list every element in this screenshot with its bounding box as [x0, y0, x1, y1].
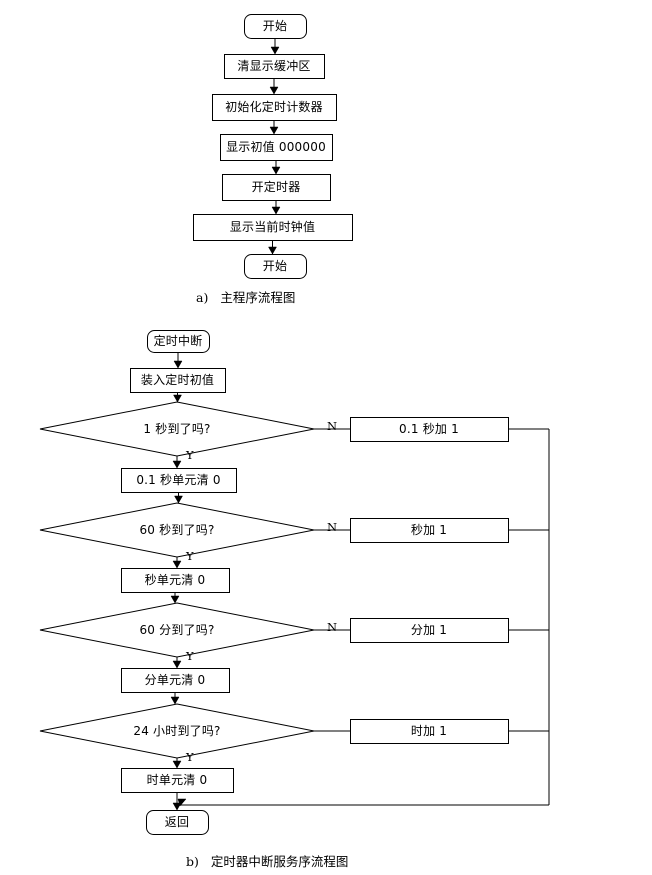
edge-label-n-3: N [327, 620, 338, 634]
node-label-b5: 60 秒到了吗? [139, 523, 215, 537]
arrowhead-a2 [270, 46, 280, 55]
caption-chart-a: a) 主程序流程图 [196, 290, 296, 305]
edge-label-n-1: N [327, 419, 338, 433]
caption-b-text: 定时器中断服务序流程图 [210, 854, 349, 869]
node-label-b11: 返回 [164, 815, 190, 829]
arrowhead-b5 [174, 495, 183, 504]
node-label-a5: 开定时器 [251, 180, 301, 194]
node-label-b10: 时单元清 0 [146, 773, 208, 787]
node-label-n1: 0.1 秒加 1 [399, 422, 459, 436]
shape-terminator-b11 [146, 810, 209, 835]
caption-a-letter: a) [196, 290, 209, 305]
node-label-n4: 时加 1 [410, 724, 448, 738]
arrowhead-a7 [268, 246, 277, 255]
node-label-b2: 装入定时初值 [140, 373, 215, 387]
edge-label-y-4: Y [186, 750, 194, 764]
node-label-n2: 秒加 1 [410, 523, 448, 537]
caption-chart-b: b) 定时器中断服务序流程图 [186, 854, 349, 869]
node-label-b9: 24 小时到了吗? [133, 724, 221, 738]
node-label-b7: 60 分到了吗? [139, 623, 215, 637]
caption-a-text: 主程序流程图 [220, 290, 296, 305]
arrowhead-a3 [269, 86, 279, 95]
shape-terminator-a7 [244, 254, 307, 279]
node-label-b3: 1 秒到了吗? [143, 422, 211, 436]
arrowhead-a6 [271, 206, 281, 215]
node-label-a1: 开始 [262, 19, 288, 33]
arrowhead-b7 [170, 595, 180, 604]
node-label-a6: 显示当前时钟值 [229, 220, 316, 234]
arrowhead-a5 [271, 166, 281, 175]
edge-label-y-1: Y [186, 448, 194, 462]
arrowhead-return-merge [177, 798, 187, 807]
node-label-n3: 分加 1 [410, 623, 448, 637]
arrowhead-b6 [172, 560, 182, 569]
node-label-a7: 开始 [262, 259, 288, 273]
arrowhead-b2 [173, 360, 183, 369]
caption-b-letter: b) [186, 854, 199, 869]
node-label-b4: 0.1 秒单元清 0 [136, 473, 221, 487]
node-label-a4: 显示初值 000000 [226, 140, 326, 154]
arrowhead-b4 [172, 460, 182, 469]
arrowhead-b9 [170, 696, 180, 705]
edge-label-y-2: Y [186, 549, 194, 563]
edge-label-n-2: N [327, 520, 338, 534]
arrowhead-b10 [172, 760, 182, 769]
node-label-b6: 秒单元清 0 [144, 573, 206, 587]
arrowhead-b8 [172, 660, 182, 669]
edge-label-y-3: Y [186, 649, 194, 663]
node-label-a2: 清显示缓冲区 [237, 59, 311, 73]
node-label-b1: 定时中断 [153, 334, 203, 348]
node-label-b8: 分单元清 0 [144, 673, 206, 687]
arrowhead-a4 [269, 126, 279, 135]
node-label-a3: 初始化定时计数器 [225, 100, 323, 114]
arrowhead-b3 [173, 394, 182, 403]
